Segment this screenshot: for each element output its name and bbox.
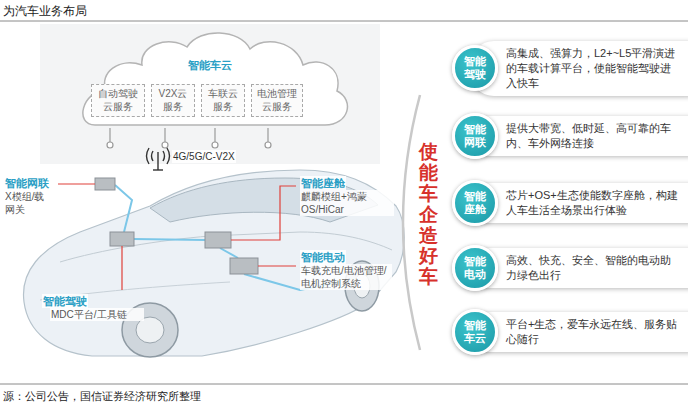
source-caption: 源：公司公告，国信证券经济研究所整理: [3, 389, 201, 404]
circle-badge: 智能网联: [452, 113, 498, 159]
description-pill: 高效、快充、安全、智能的电动助力绿色出行: [470, 248, 688, 288]
node-text: 芯片+OS+生态使能数字座舱，构建人车生活全场景出行体验: [506, 188, 678, 218]
service-box: 车联云服务: [201, 84, 245, 117]
node-text: 智能车云: [65, 58, 355, 73]
bottom-rule: [0, 384, 688, 385]
node-text: V2X云服务: [155, 88, 191, 113]
description-pill: 芯片+OS+生态使能数字座舱，构建人车生活全场景出行体验: [470, 183, 688, 223]
circle-badge: 智能驾驶: [452, 45, 498, 91]
node-text: 高集成、强算力，L2+~L5平滑演进的车载计算平台，使能智能驾驶进入快车: [506, 46, 678, 91]
node-text: 平台+生态，爱车永远在线、服务贴心随行: [506, 317, 678, 347]
cloud-path: [83, 33, 348, 125]
node-text: 提供大带宽、低时延、高可靠的车内、车外网络连接: [506, 121, 678, 151]
node-text: 自动驾驶云服务: [95, 88, 141, 113]
node-text: 智能网联: [463, 123, 487, 148]
node-text: 高效、快充、安全、智能的电动助力绿色出行: [506, 253, 678, 283]
circle-badge: 智能车云: [452, 309, 498, 355]
node-text: 智能座舱: [463, 190, 487, 215]
node-text: 智能电动: [463, 255, 487, 280]
top-rule: [0, 21, 688, 22]
node-text: 智能驾驶: [463, 55, 487, 80]
node-text: 智能车云: [463, 319, 487, 344]
circle-badge: 智能电动: [452, 245, 498, 291]
node-text: 车联云服务: [205, 88, 241, 113]
cloud-links: [107, 128, 271, 148]
service-box: 自动驾驶云服务: [91, 84, 145, 117]
node-text: 电池管理云服务: [255, 88, 299, 113]
service-box: 电池管理云服务: [251, 84, 303, 117]
callout-heading: 智能电动: [300, 250, 346, 264]
antenna-symbol: [147, 148, 170, 170]
leader-lines: [58, 184, 296, 290]
callout-heading: 智能座舱: [300, 176, 346, 190]
cloud-shape: 智能车云自动驾驶云服务 V2X云服务车联云服务电池管理云服务: [65, 28, 355, 128]
callout-text: 车载充电/电池管理/电机控制系统: [300, 264, 392, 290]
callout-text: X模组/载网关: [4, 190, 50, 216]
figure-title: 为汽车业务布局: [3, 3, 87, 20]
vertical-slogan: 使能车企造好车: [418, 142, 439, 288]
network-label: 4G/5G/C-V2X: [172, 150, 236, 163]
description-pill: 提供大带宽、低时延、高可靠的车内、车外网络连接: [470, 116, 688, 156]
cloud-ground: [40, 24, 380, 164]
callout-heading: 智能驾驶: [42, 294, 88, 308]
callout-heading: 智能网联: [4, 176, 50, 190]
car-illustration: [23, 170, 404, 357]
description-pill: 高集成、强算力，L2+~L5平滑演进的车载计算平台，使能智能驾驶进入快车: [470, 41, 688, 96]
callout-text: 麒麟模组+鸿蒙OS/HiCar: [300, 190, 394, 216]
description-pill: 平台+生态，爱车永远在线、服务贴心随行: [470, 312, 688, 352]
service-box: V2X云服务: [151, 84, 195, 117]
callout-text: MDC平台/工具链: [50, 308, 144, 321]
bracket-arc: [403, 95, 420, 350]
circle-badge: 智能座舱: [452, 180, 498, 226]
